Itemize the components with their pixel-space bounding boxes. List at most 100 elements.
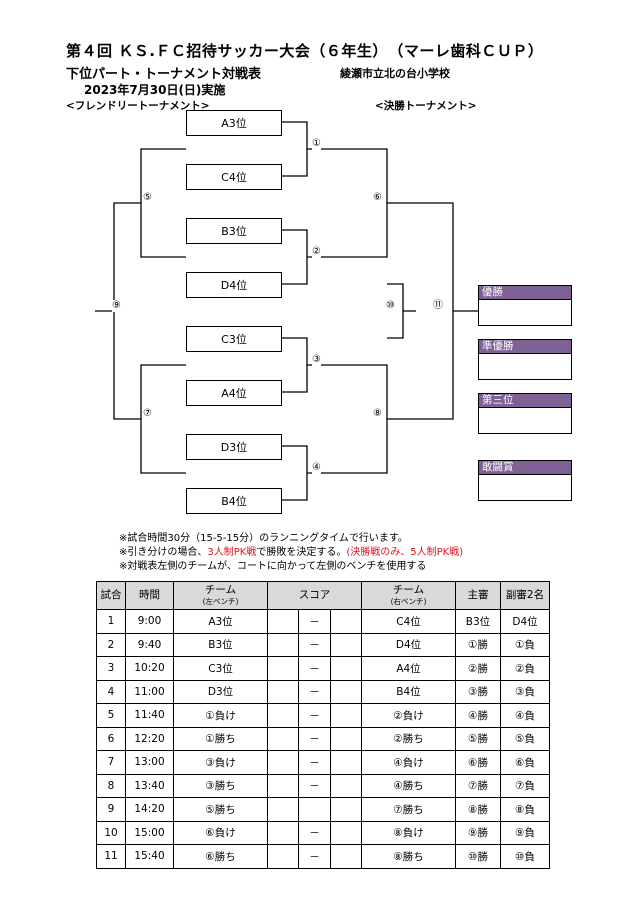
note-bench: ※対戦表左側のチームが、コートに向かって左側のベンチを使用する xyxy=(119,561,427,572)
referee: ⑧勝 xyxy=(455,797,501,822)
left-team: A3位 xyxy=(173,609,268,634)
award-fighting-spirit: 敢闘賞 xyxy=(478,460,572,501)
award-entry-box xyxy=(478,407,572,434)
header-referee: 主審 xyxy=(455,581,501,610)
right-score-box xyxy=(329,633,361,656)
match-mark-8: ⑧ xyxy=(373,408,382,420)
referee: ⑥勝 xyxy=(455,750,501,775)
left-score-box xyxy=(268,680,300,703)
right-score-box xyxy=(329,751,361,774)
award-champion: 優勝 xyxy=(478,285,572,326)
match-number: 3 xyxy=(96,656,126,681)
referee: ②勝 xyxy=(455,656,501,681)
header-time: 時間 xyxy=(125,581,174,610)
left-team: ③負け xyxy=(173,750,268,775)
team-box: B3位 xyxy=(186,218,282,244)
award-title: 敢闘賞 xyxy=(478,460,572,474)
match-time: 9:00 xyxy=(125,609,174,634)
header-right-bench: (右ベンチ) xyxy=(390,596,427,606)
score-dash: － xyxy=(309,733,320,746)
award-title: 第三位 xyxy=(478,393,572,407)
right-score-box xyxy=(329,845,361,868)
left-team: ①負け xyxy=(173,703,268,728)
match-time: 10:20 xyxy=(125,656,174,681)
note-text: で勝敗を決定する。 xyxy=(256,547,347,558)
header-assistant: 副審2名 xyxy=(500,581,550,610)
award-title: 優勝 xyxy=(478,285,572,299)
team-box: A3位 xyxy=(186,110,282,136)
assistant-referee: ③負 xyxy=(500,679,550,704)
referee: ⑨勝 xyxy=(455,820,501,845)
right-team: C4位 xyxy=(361,609,456,634)
right-score-box xyxy=(329,727,361,750)
right-team: ⑧負け xyxy=(361,820,456,845)
team-box: A4位 xyxy=(186,380,282,406)
team-box: C3位 xyxy=(186,326,282,352)
match-mark-6: ⑥ xyxy=(373,192,382,204)
score-dash: － xyxy=(309,827,320,840)
referee: B3位 xyxy=(455,609,501,634)
award-runner-up: 準優勝 xyxy=(478,339,572,380)
score-dash xyxy=(299,798,329,821)
match-number: 7 xyxy=(96,750,126,775)
header-left-team: チーム(左ベンチ) xyxy=(173,581,268,610)
left-score-box xyxy=(268,704,300,727)
match-number: 6 xyxy=(96,726,126,751)
left-score-box xyxy=(268,657,300,680)
match-mark-4: ④ xyxy=(312,462,321,474)
right-score-box xyxy=(329,798,361,821)
left-team: C3位 xyxy=(173,656,268,681)
match-number: 10 xyxy=(96,820,126,845)
right-team: ⑦勝ち xyxy=(361,797,456,822)
header-match: 試合 xyxy=(96,581,126,610)
match-number: 1 xyxy=(96,609,126,634)
header-right-team: チーム(右ベンチ) xyxy=(361,581,456,610)
team-box: D4位 xyxy=(186,272,282,298)
final-tournament-label: <決勝トーナメント> xyxy=(375,100,477,112)
right-team: ④負け xyxy=(361,750,456,775)
match-mark-5: ⑤ xyxy=(143,192,152,204)
assistant-referee: ⑨負 xyxy=(500,820,550,845)
score-cell: － xyxy=(267,844,362,869)
left-team: ①勝ち xyxy=(173,726,268,751)
match-mark-11: ⑪ xyxy=(433,300,443,312)
team-box: D3位 xyxy=(186,434,282,460)
right-team: ②勝ち xyxy=(361,726,456,751)
match-time: 13:00 xyxy=(125,750,174,775)
award-title: 準優勝 xyxy=(478,339,572,353)
note-highlight: 3人制PK戦 xyxy=(207,547,257,558)
table-header-row: 試合 時間 チーム(左ベンチ) スコア チーム(右ベンチ) 主審 副審2名 xyxy=(96,581,550,610)
referee: ⑦勝 xyxy=(455,773,501,798)
document-title: 第４回 ＫＳ.ＦＣ招待サッカー大会（６年生） （マーレ歯科ＣＵＰ） xyxy=(66,42,544,60)
match-time: 15:00 xyxy=(125,820,174,845)
left-score-box xyxy=(268,727,300,750)
match-time: 14:20 xyxy=(125,797,174,822)
left-team: B3位 xyxy=(173,632,268,657)
score-cell: － xyxy=(267,820,362,845)
left-score-box xyxy=(268,845,300,868)
left-score-box xyxy=(268,821,300,844)
match-number: 5 xyxy=(96,703,126,728)
header-team-label: チーム xyxy=(392,583,425,596)
right-team: ④勝ち xyxy=(361,773,456,798)
match-mark-9: ⑨ xyxy=(112,300,121,312)
score-cell: － xyxy=(267,750,362,775)
right-score-box xyxy=(329,774,361,797)
match-mark-10: ⑩ xyxy=(386,300,395,312)
score-cell: － xyxy=(267,703,362,728)
score-cell: － xyxy=(267,679,362,704)
team-box: C4位 xyxy=(186,164,282,190)
match-time: 11:40 xyxy=(125,703,174,728)
assistant-referee: ⑦負 xyxy=(500,773,550,798)
score-cell: － xyxy=(267,632,362,657)
match-time: 12:20 xyxy=(125,726,174,751)
team-box: B4位 xyxy=(186,488,282,514)
